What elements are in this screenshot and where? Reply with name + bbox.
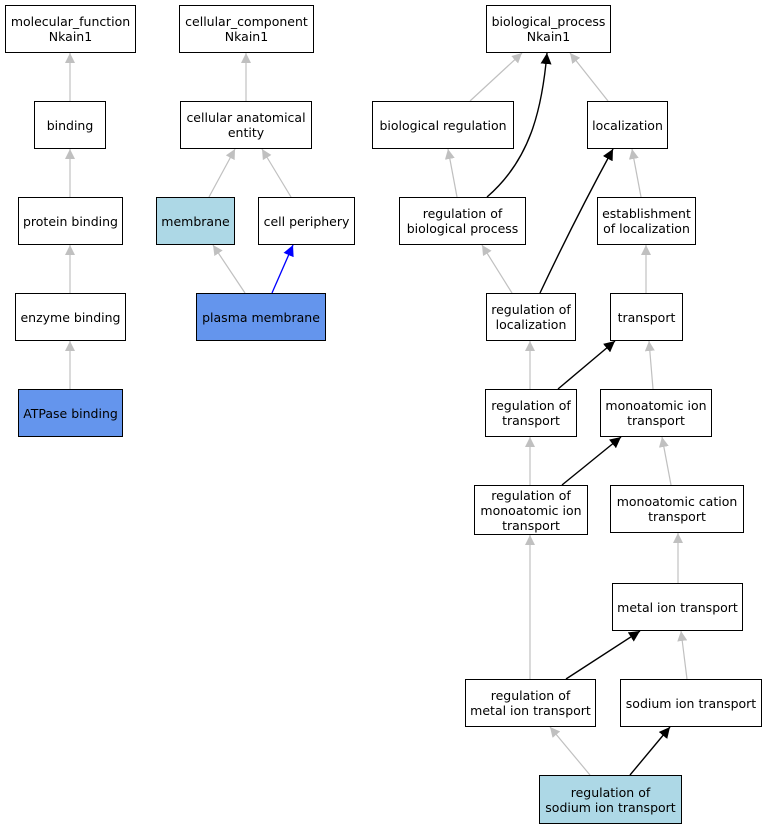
- edge-plasma-membrane-to-membrane: [212, 244, 246, 294]
- node-regulation-of-monoatomic-ion-transport[interactable]: regulation of monoatomic ion transport: [474, 485, 588, 535]
- node-sodium-ion-transport[interactable]: sodium ion transport: [620, 679, 762, 727]
- node-metal-ion-transport[interactable]: metal ion transport: [612, 583, 743, 631]
- node-plasma-membrane[interactable]: plasma membrane: [196, 293, 326, 341]
- node-protein-binding[interactable]: protein binding: [18, 197, 123, 245]
- edge-bio-regulation-to-bp-root: [469, 52, 523, 102]
- edge-estloc-to-localization: [628, 148, 642, 198]
- edge-regsodium-to-sodium: [629, 726, 671, 776]
- node-membrane[interactable]: membrane: [156, 197, 235, 245]
- node-monoatomic-cation-transport[interactable]: monoatomic cation transport: [610, 485, 744, 533]
- node-regulation-of-transport[interactable]: regulation of transport: [485, 389, 577, 437]
- node-atpase-binding[interactable]: ATPase binding: [18, 389, 123, 437]
- edge-regtrans-to-transport: [557, 340, 616, 390]
- edge-regsodium-to-regmetal: [549, 726, 591, 776]
- node-transport[interactable]: transport: [610, 293, 683, 341]
- node-regulation-of-localization[interactable]: regulation of localization: [486, 293, 576, 341]
- node-biological-regulation[interactable]: biological regulation: [372, 101, 514, 149]
- edge-regmetal-to-metalion: [565, 630, 641, 680]
- node-regulation-of-metal-ion-transport[interactable]: regulation of metal ion transport: [465, 679, 596, 727]
- edge-sodium-to-metalion: [677, 630, 688, 680]
- edge-cell-periphery-to-cae: [261, 148, 292, 198]
- edge-regbp-to-bio-regulation: [444, 148, 458, 198]
- edge-monocation-to-monoion: [658, 436, 672, 486]
- edge-regmonoion-to-monoion: [561, 436, 622, 486]
- node-binding[interactable]: binding: [34, 101, 106, 149]
- node-regulation-of-sodium-ion-transport[interactable]: regulation of sodium ion transport: [539, 775, 682, 824]
- edge-plasma-membrane-to-cell-periphery: [271, 244, 294, 294]
- edge-membrane-to-cae: [208, 148, 236, 198]
- node-cell-periphery[interactable]: cell periphery: [258, 197, 355, 245]
- node-cellular-anatomical-entity[interactable]: cellular anatomical entity: [180, 101, 312, 149]
- node-molecular-function-root[interactable]: molecular_function Nkain1: [5, 5, 136, 53]
- node-localization[interactable]: localization: [587, 101, 668, 149]
- node-biological-process-root[interactable]: biological_process Nkain1: [486, 5, 611, 53]
- edge-regloc-to-localization: [539, 148, 614, 294]
- node-monoatomic-ion-transport[interactable]: monoatomic ion transport: [600, 389, 712, 437]
- edge-localization-to-bp-root: [569, 52, 609, 102]
- edge-monoion-to-transport: [644, 340, 655, 390]
- node-cellular-component-root[interactable]: cellular_component Nkain1: [179, 5, 314, 53]
- edge-regloc-to-regbp: [481, 244, 513, 294]
- edge-regbp-to-bp-root: [486, 52, 552, 198]
- node-enzyme-binding[interactable]: enzyme binding: [15, 293, 126, 341]
- node-establishment-of-localization[interactable]: establishment of localization: [597, 197, 696, 245]
- node-regulation-of-biological-process[interactable]: regulation of biological process: [399, 197, 526, 245]
